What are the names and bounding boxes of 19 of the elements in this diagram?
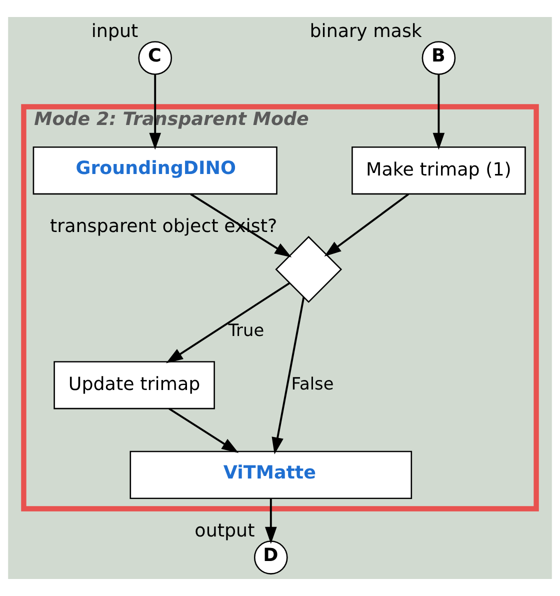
- edge-label: True: [228, 320, 264, 340]
- edge-label: False: [291, 374, 334, 394]
- node-label: input: [91, 20, 138, 42]
- node-circle: D: [254, 540, 288, 574]
- node-box: GroundingDINO: [32, 146, 278, 195]
- node-box: ViTMatte: [130, 450, 412, 499]
- node-box: Make trimap (1): [352, 146, 526, 195]
- node-box: Update trimap: [54, 361, 215, 410]
- node-label: output: [194, 520, 255, 542]
- arrow: [166, 282, 290, 364]
- arrow: [264, 498, 277, 544]
- arrow: [149, 74, 162, 150]
- node-label: binary mask: [310, 20, 422, 42]
- arrow: [272, 297, 305, 454]
- arrow: [168, 408, 239, 454]
- node-circle: B: [422, 41, 456, 75]
- arrow: [324, 193, 410, 257]
- node-circle: C: [138, 41, 172, 75]
- arrow: [432, 74, 445, 150]
